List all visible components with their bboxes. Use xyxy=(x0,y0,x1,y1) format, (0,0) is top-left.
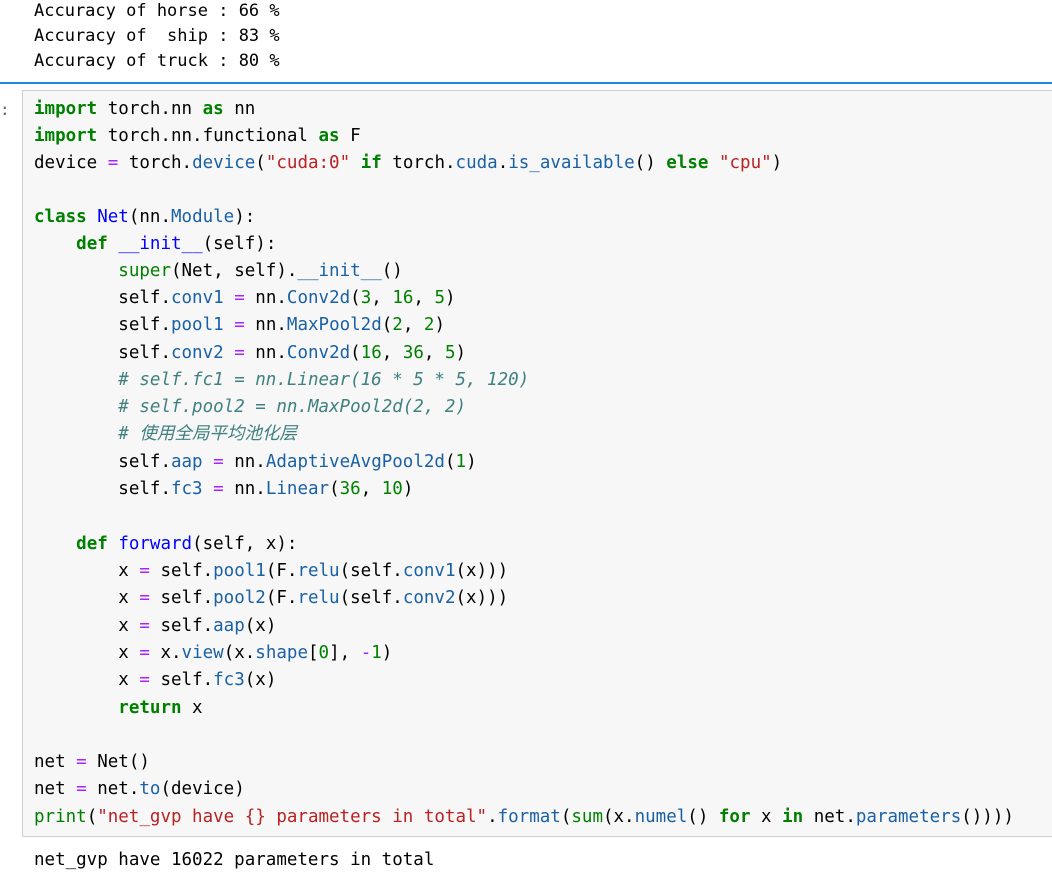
output-line: Accuracy of horse : 66 % xyxy=(34,1,280,21)
code-line-15[interactable]: self.fc3 = nn.Linear(36, 10) xyxy=(118,479,414,499)
output-line: Accuracy of ship : 83 % xyxy=(34,26,280,46)
code-line-12[interactable]: # self.pool2 = nn.MaxPool2d(2, 2) xyxy=(118,397,466,417)
code-line-5[interactable]: class Net(nn.Module): xyxy=(34,207,256,227)
cell-output: net_gvp have 16022 parameters in total xyxy=(34,850,435,870)
code-line-22[interactable]: x = self.fc3(x) xyxy=(118,670,277,690)
code-line-25[interactable]: net = Net() xyxy=(34,752,150,772)
code-line-7[interactable]: super(Net, self).__init__() xyxy=(118,261,403,281)
code-line-14[interactable]: self.aap = nn.AdaptiveAvgPool2d(1) xyxy=(118,452,477,472)
output-line: Accuracy of truck : 80 % xyxy=(34,51,280,71)
code-cell-input[interactable] xyxy=(22,90,1052,837)
code-line-13[interactable]: # 使用全局平均池化层 xyxy=(118,424,297,444)
code-line-9[interactable]: self.pool1 = nn.MaxPool2d(2, 2) xyxy=(118,315,446,335)
code-line-23[interactable]: return x xyxy=(118,698,203,718)
code-line-17[interactable]: def forward(self, x): xyxy=(76,534,298,554)
code-line-26[interactable]: net = net.to(device) xyxy=(34,779,245,799)
code-line-1[interactable]: import torch.nn as nn xyxy=(34,99,256,119)
code-line-19[interactable]: x = self.pool2(F.relu(self.conv2(x))) xyxy=(118,588,509,608)
code-line-6[interactable]: def __init__(self): xyxy=(76,234,277,254)
code-line-21[interactable]: x = x.view(x.shape[0], -1) xyxy=(118,643,393,663)
code-line-3[interactable]: device = torch.device("cuda:0" if torch.… xyxy=(34,153,783,173)
code-line-27[interactable]: print("net_gvp have {} parameters in tot… xyxy=(34,807,1014,827)
cell-selection-border xyxy=(0,82,1052,84)
code-line-8[interactable]: self.conv1 = nn.Conv2d(3, 16, 5) xyxy=(118,288,456,308)
code-line-18[interactable]: x = self.pool1(F.relu(self.conv1(x))) xyxy=(118,561,509,581)
input-prompt: : xyxy=(0,100,10,119)
code-line-10[interactable]: self.conv2 = nn.Conv2d(16, 36, 5) xyxy=(118,343,467,363)
code-line-11[interactable]: # self.fc1 = nn.Linear(16 * 5 * 5, 120) xyxy=(118,370,530,390)
code-line-20[interactable]: x = self.aap(x) xyxy=(118,616,277,636)
previous-cell-output: Accuracy of horse : 66 % Accuracy of shi… xyxy=(0,0,1052,82)
code-line-2[interactable]: import torch.nn.functional as F xyxy=(34,126,361,146)
